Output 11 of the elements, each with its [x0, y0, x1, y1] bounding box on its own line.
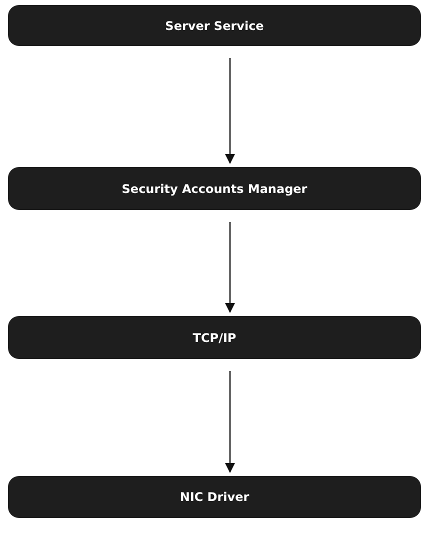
arrow [225, 371, 235, 473]
process-box [8, 5, 421, 46]
process-box [8, 167, 421, 210]
box-label: TCP/IP [192, 330, 236, 344]
arrow [225, 222, 235, 313]
process-box [8, 316, 421, 359]
arrow [225, 58, 235, 164]
box-label: Security Accounts Manager [122, 182, 308, 196]
box-label: Server Service [165, 18, 264, 32]
process-box [8, 476, 421, 518]
box-label: NIC Driver [180, 490, 250, 504]
